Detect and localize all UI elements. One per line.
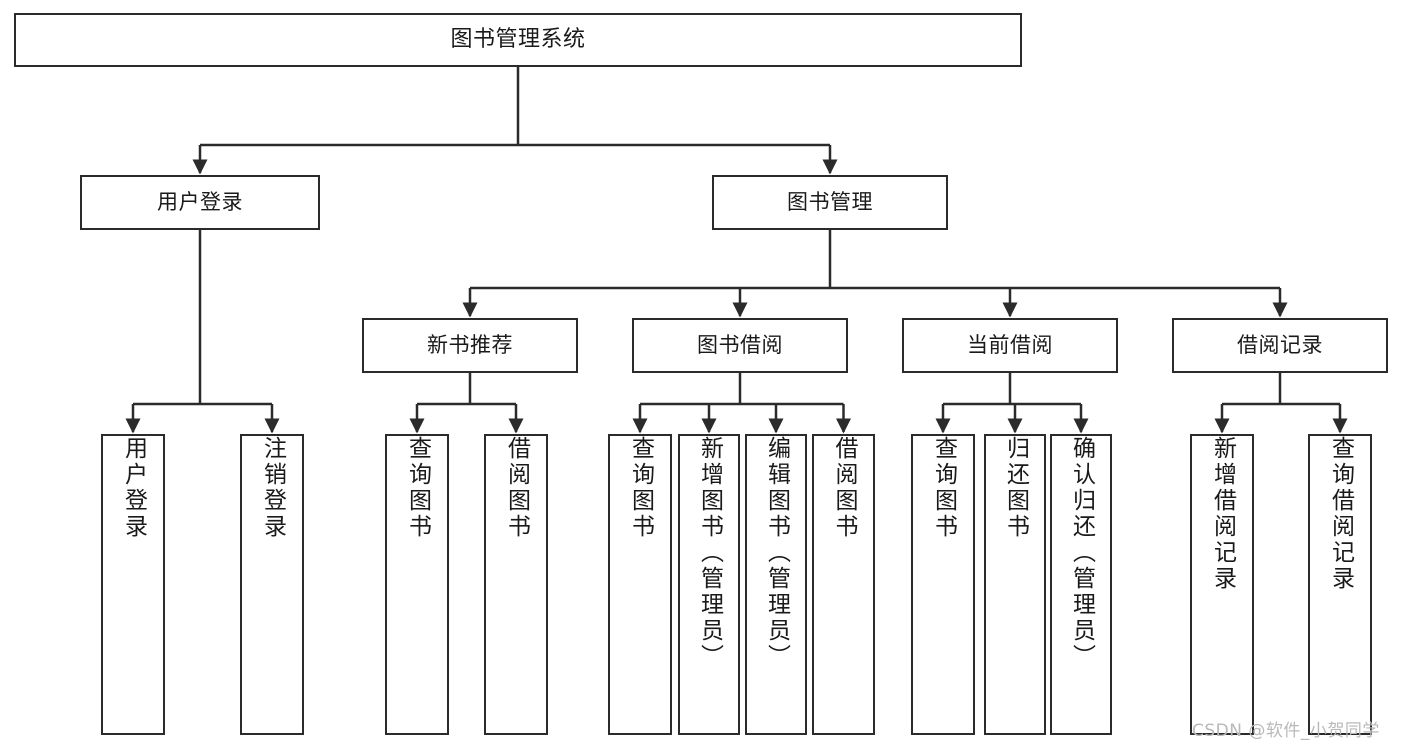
connector-bus-new-book-recommend [417,373,516,406]
connector-bus-current-borrow [943,373,1081,406]
node-label: 图书借阅 [697,332,783,357]
node-label: 注销登录 [259,436,286,540]
node-label: 查询图书 [930,436,957,540]
connector-bus-book-manage [470,230,1280,290]
node-leaf-return-book[interactable]: 归还图书 [984,434,1046,735]
node-label: 确认归还（管理员） [1068,436,1095,670]
node-label: 当前借阅 [967,332,1053,357]
connector-bus-book-borrow [640,373,844,406]
node-book-borrow[interactable]: 图书借阅 [632,318,848,373]
node-leaf-query-record[interactable]: 查询借阅记录 [1308,434,1372,735]
node-label: 图书管理系统 [450,26,586,52]
node-label: 归还图书 [1002,436,1029,540]
node-label: 查询借阅记录 [1327,436,1354,592]
node-label: 图书管理 [787,189,873,214]
node-label: 新增借阅记录 [1209,436,1236,592]
node-label: 新书推荐 [427,332,513,357]
node-leaf-add-record[interactable]: 新增借阅记录 [1190,434,1254,735]
csdn-watermark: CSDN @软件_小贺同学 [1192,721,1380,741]
node-user-login[interactable]: 用户登录 [80,175,320,230]
node-label: 查询图书 [404,436,431,540]
node-label: 新增图书（管理员） [696,436,723,670]
node-leaf-query-book-2[interactable]: 查询图书 [608,434,672,735]
node-label: 用户登录 [120,436,147,540]
node-root[interactable]: 图书管理系统 [14,13,1022,67]
node-leaf-add-book[interactable]: 新增图书（管理员） [678,434,740,735]
node-label: 借阅图书 [503,436,530,540]
node-new-book-recommend[interactable]: 新书推荐 [362,318,578,373]
connector-bus-user-login [133,230,272,406]
node-label: 借阅图书 [831,436,857,540]
node-leaf-confirm-return[interactable]: 确认归还（管理员） [1050,434,1112,735]
node-leaf-borrow-book-1[interactable]: 借阅图书 [484,434,548,735]
node-leaf-user-login[interactable]: 用户登录 [101,434,165,735]
node-borrow-record[interactable]: 借阅记录 [1172,318,1388,373]
node-leaf-logout[interactable]: 注销登录 [240,434,304,735]
node-leaf-query-book-1[interactable]: 查询图书 [385,434,449,735]
connector-bus-borrow-record [1222,373,1340,406]
node-book-manage[interactable]: 图书管理 [712,175,948,230]
node-leaf-query-book-3[interactable]: 查询图书 [911,434,975,735]
node-leaf-borrow-book-2[interactable]: 借阅图书 [812,434,875,735]
node-label: 用户登录 [157,189,243,214]
connector-bus-root [200,67,830,147]
node-current-borrow[interactable]: 当前借阅 [902,318,1118,373]
node-label: 查询图书 [627,436,654,540]
node-label: 借阅记录 [1237,332,1323,357]
node-label: 编辑图书（管理员） [763,436,790,670]
node-leaf-edit-book[interactable]: 编辑图书（管理员） [745,434,807,735]
